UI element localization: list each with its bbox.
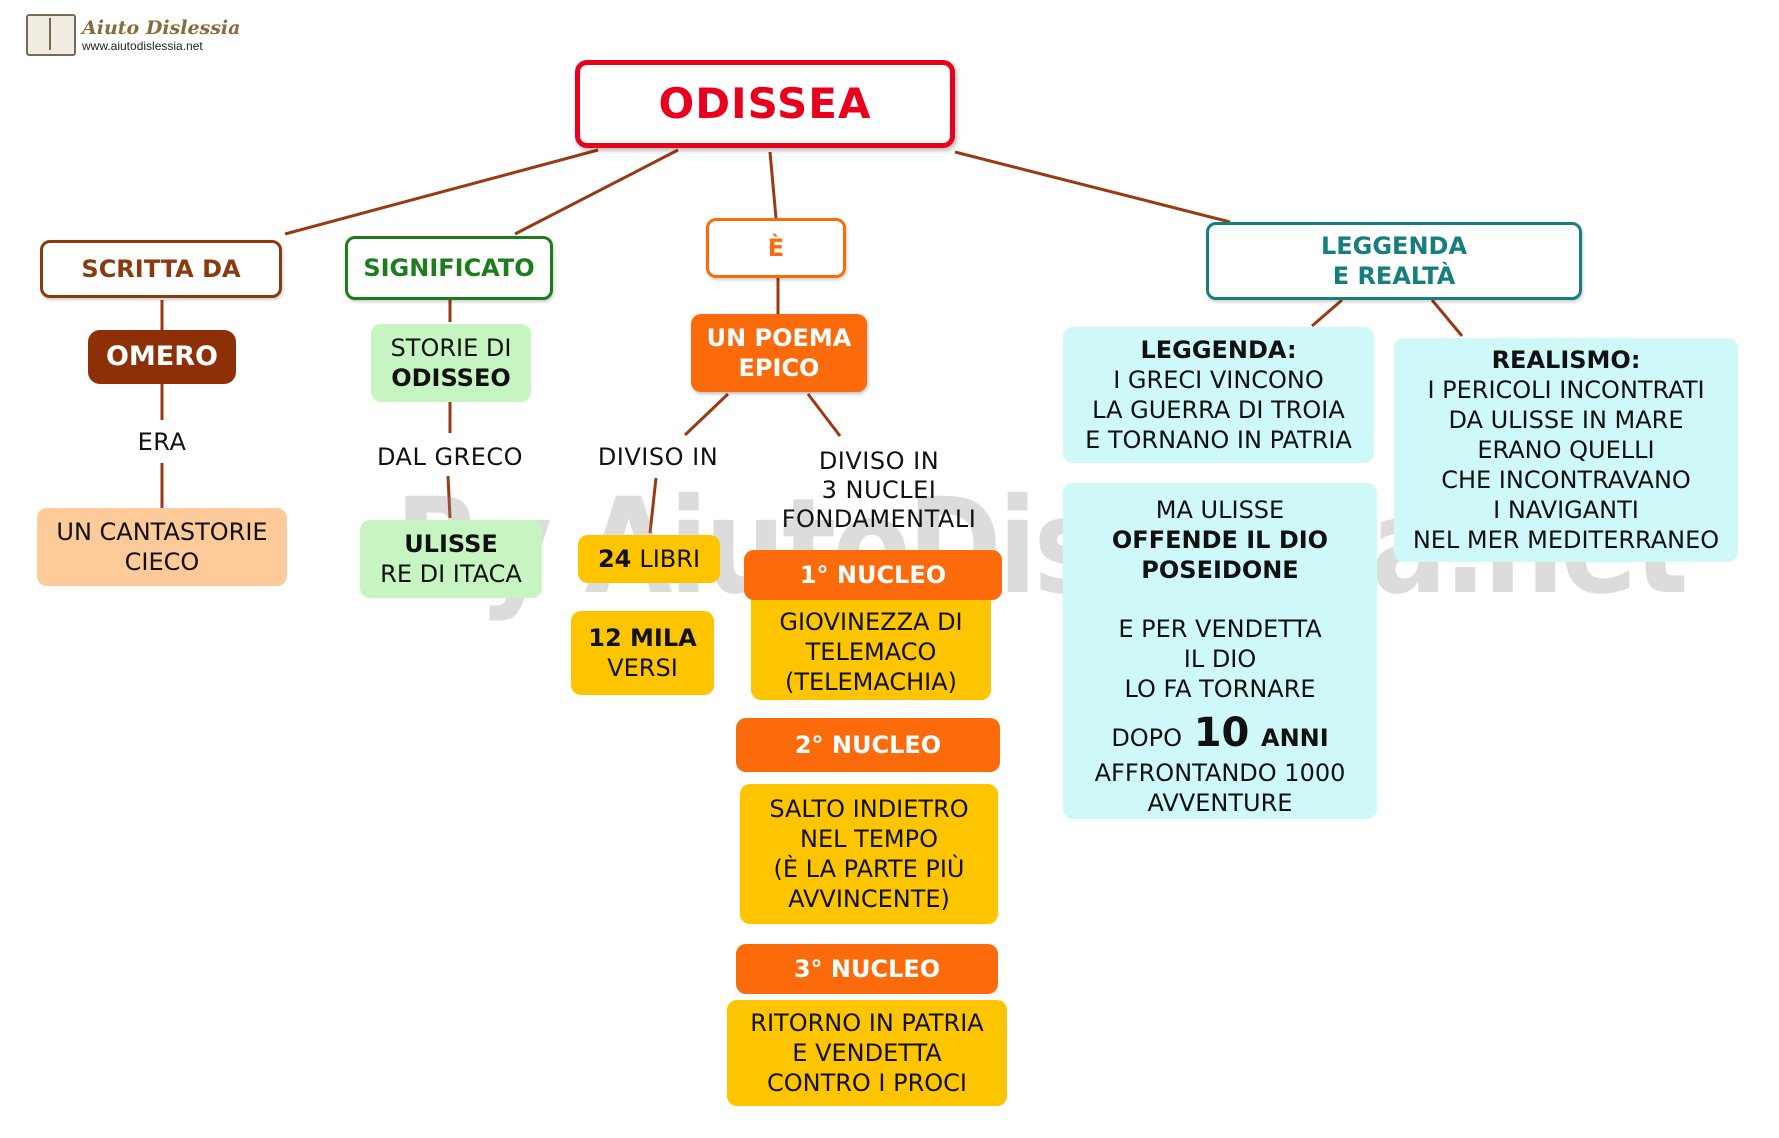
dieci-number: 10 (1193, 710, 1250, 756)
nucleo-3-body: RITORNO IN PATRIA E VENDETTA CONTRO I PR… (727, 1000, 1007, 1106)
leggenda-header-line-2: E REALTÀ (1332, 262, 1456, 290)
scritta-da-label: SCRITTA DA (81, 255, 241, 283)
diviso-nuclei-label: DIVISO IN 3 NUCLEI FONDAMENTALI (764, 447, 994, 533)
storie-line-1: STORIE DI (390, 334, 512, 362)
realismo-node: REALISMO: I PERICOLI INCONTRATI DA ULISS… (1394, 338, 1738, 562)
cantastorie-line-2: CIECO (124, 548, 200, 576)
leggenda-node: LEGGENDA: I GRECI VINCONO LA GUERRA DI T… (1063, 327, 1374, 463)
dieci-anni-line: DOPO 10 ANNI (1111, 708, 1328, 758)
diviso-nuclei-line-2: 3 NUCLEI (821, 475, 937, 504)
book-icon (26, 14, 76, 56)
logo-url: www.aiutodislessia.net (82, 39, 203, 53)
nucleo-1-line-3: (TELEMACHIA) (784, 668, 958, 696)
poseidone-line-2: OFFENDE IL DIO (1111, 526, 1329, 554)
nucleo-3-line-3: CONTRO I PROCI (766, 1069, 968, 1097)
realismo-title: REALISMO: (1491, 346, 1641, 374)
omero-label: OMERO (105, 341, 218, 373)
versi-node: 12 MILA VERSI (571, 611, 714, 695)
nucleo-1-line-1: GIOVINEZZA DI (779, 608, 963, 636)
cantastorie-line-1: UN CANTASTORIE (56, 518, 268, 546)
nucleo-3-title: 3° NUCLEO (736, 944, 998, 994)
significato-label: SIGNIFICATO (363, 254, 535, 282)
leggenda-line-2: LA GUERRA DI TROIA (1092, 396, 1345, 424)
poseidone-line-6: LO FA TORNARE (1124, 675, 1316, 703)
diviso-nuclei-line-1: DIVISO IN (818, 447, 940, 475)
realismo-line-1: I PERICOLI INCONTRATI (1427, 376, 1705, 404)
ulisse-line-2: RE DI ITACA (380, 560, 522, 588)
e-header: È (706, 218, 846, 278)
leggenda-line-3: E TORNANO IN PATRIA (1085, 426, 1352, 454)
poema-line-2: EPICO (738, 354, 820, 382)
root-title: ODISSEA (658, 78, 872, 128)
site-logo: Aiuto Dislessia www.aiutodislessia.net (26, 14, 240, 56)
nucleo-2-label: 2° NUCLEO (794, 731, 942, 759)
realismo-line-6: NEL MER MEDITERRANEO (1412, 526, 1720, 554)
nucleo-1-title: 1° NUCLEO (744, 550, 1002, 600)
nucleo-2-line-4: AVVINCENTE) (788, 885, 950, 913)
libri-text: LIBRI (639, 545, 701, 573)
nucleo-3-line-1: RITORNO IN PATRIA (750, 1009, 984, 1037)
nucleo-2-line-2: NEL TEMPO (799, 825, 938, 853)
poema-line-1: UN POEMA (706, 324, 852, 352)
ulisse-line-1: ULISSE (404, 530, 498, 558)
nucleo-1-line-2: TELEMACO (805, 638, 937, 666)
diviso-nuclei-line-3: FONDAMENTALI (781, 504, 977, 533)
realismo-line-3: ERANO QUELLI (1477, 436, 1655, 464)
e-label: È (767, 234, 785, 262)
ulisse-poseidone-node: MA ULISSE OFFENDE IL DIO POSEIDONE E PER… (1063, 483, 1377, 819)
poseidone-line-5: IL DIO (1183, 645, 1257, 673)
dopo-text: DOPO (1111, 724, 1183, 752)
nucleo-3-label: 3° NUCLEO (793, 955, 941, 983)
libri-node: 24 LIBRI (578, 535, 720, 583)
leggenda-line-1: I GRECI VINCONO (1113, 366, 1324, 394)
ulisse-re-node: ULISSE RE DI ITACA (360, 520, 542, 598)
nucleo-2-title: 2° NUCLEO (736, 718, 1000, 772)
root-node: ODISSEA (575, 60, 955, 148)
leggenda-header-line-1: LEGGENDA (1320, 232, 1468, 260)
poseidone-line-7: AFFRONTANDO 1000 (1094, 759, 1346, 787)
dal-greco-label: DAL GRECO (376, 443, 524, 471)
poema-epico-node: UN POEMA EPICO (691, 314, 867, 392)
nucleo-2-line-1: SALTO INDIETRO (769, 795, 969, 823)
versi-line-1: 12 MILA (588, 624, 697, 652)
leggenda-realta-header: LEGGENDA E REALTÀ (1206, 222, 1582, 300)
cantastorie-node: UN CANTASTORIE CIECO (37, 508, 287, 586)
versi-line-2: VERSI (607, 654, 678, 682)
realismo-line-5: I NAVIGANTI (1493, 496, 1639, 524)
realismo-line-2: DA ULISSE IN MARE (1448, 406, 1684, 434)
nucleo-3-line-2: E VENDETTA (792, 1039, 942, 1067)
scritta-da-header: SCRITTA DA (40, 240, 282, 298)
poseidone-line-3: POSEIDONE (1141, 556, 1299, 584)
poseidone-line-4: E PER VENDETTA (1118, 615, 1322, 643)
leggenda-title: LEGGENDA: (1140, 336, 1297, 364)
poseidone-line-1: MA ULISSE (1155, 496, 1285, 524)
libri-number: 24 (597, 545, 632, 573)
nucleo-2-body: SALTO INDIETRO NEL TEMPO (È LA PARTE PIÙ… (740, 784, 998, 924)
realismo-line-4: CHE INCONTRAVANO (1441, 466, 1691, 494)
storie-line-2: ODISSEO (391, 364, 511, 392)
anni-text: ANNI (1261, 724, 1329, 752)
storie-odisseo-node: STORIE DI ODISSEO (371, 324, 531, 402)
nucleo-2-line-3: (È LA PARTE PIÙ (773, 855, 965, 883)
significato-header: SIGNIFICATO (345, 236, 553, 300)
logo-title: Aiuto Dislessia (82, 17, 241, 39)
era-label: ERA (137, 428, 187, 456)
nucleo-1-label: 1° NUCLEO (799, 561, 947, 589)
omero-node: OMERO (88, 330, 236, 384)
diviso-in-label: DIVISO IN (597, 443, 719, 471)
poseidone-line-8: AVVENTURE (1147, 789, 1293, 817)
